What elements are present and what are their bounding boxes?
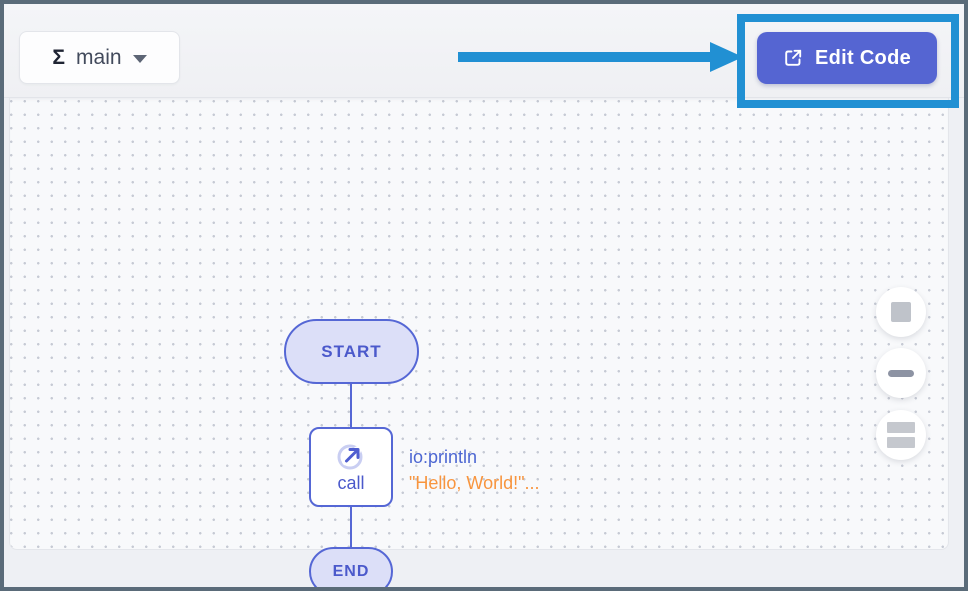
stacked-rectangles-icon [887, 422, 915, 448]
call-arguments-preview: "Hello, World!"... [409, 473, 540, 493]
connector-start-to-call [350, 384, 352, 427]
call-arrow-icon [337, 444, 363, 470]
called-function-name: io:println [409, 447, 478, 467]
start-node-label: START [321, 341, 382, 361]
minus-icon [888, 369, 914, 377]
edit-code-button[interactable]: Edit Code [757, 32, 937, 84]
connector-call-to-end [350, 507, 352, 547]
call-node[interactable]: call [309, 427, 393, 507]
zoom-out-button[interactable] [876, 348, 926, 398]
diagram-canvas[interactable]: START call io:println "Hello, World!"...… [9, 98, 949, 587]
chevron-down-icon [132, 55, 147, 63]
function-selector-dropdown[interactable]: Σ main [19, 31, 180, 84]
function-selector-label: main [76, 45, 122, 69]
end-node[interactable]: END [309, 547, 393, 587]
edit-code-label: Edit Code [814, 46, 912, 69]
layers-button[interactable] [876, 410, 926, 460]
square-icon [891, 302, 911, 322]
call-node-label: call [337, 473, 365, 493]
call-node-annotation: io:println "Hello, World!"... [409, 444, 539, 496]
sigma-function-icon: Σ [52, 45, 66, 69]
external-link-icon [785, 49, 802, 66]
fit-to-screen-button[interactable] [876, 287, 926, 337]
annotation-arrow [458, 42, 743, 72]
start-node[interactable]: START [284, 319, 419, 384]
annotation-highlight-box [737, 14, 959, 108]
end-node-label: END [332, 562, 370, 580]
